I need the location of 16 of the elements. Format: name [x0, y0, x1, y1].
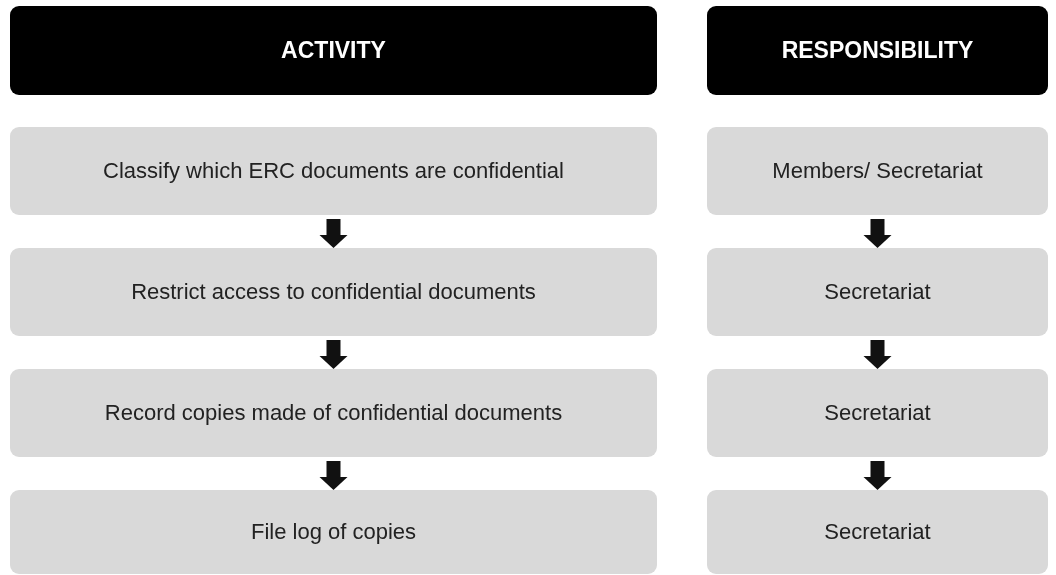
arrow — [319, 219, 348, 248]
process-box: Secretariat — [707, 490, 1048, 574]
column-header: ACTIVITY — [10, 6, 657, 95]
arrow — [319, 461, 348, 490]
process-box: Record copies made of confidential documents — [10, 369, 657, 457]
column-header: RESPONSIBILITY — [707, 6, 1048, 95]
process-box: Secretariat — [707, 248, 1048, 336]
arrow — [863, 219, 892, 248]
process-box: File log of copies — [10, 490, 657, 574]
process-box: Classify which ERC documents are confidential — [10, 127, 657, 215]
process-box: Members/ Secretariat — [707, 127, 1048, 215]
arrow — [863, 461, 892, 490]
process-box: Restrict access to confidential documents — [10, 248, 657, 336]
process-box: Secretariat — [707, 369, 1048, 457]
arrow — [319, 340, 348, 369]
arrow — [863, 340, 892, 369]
